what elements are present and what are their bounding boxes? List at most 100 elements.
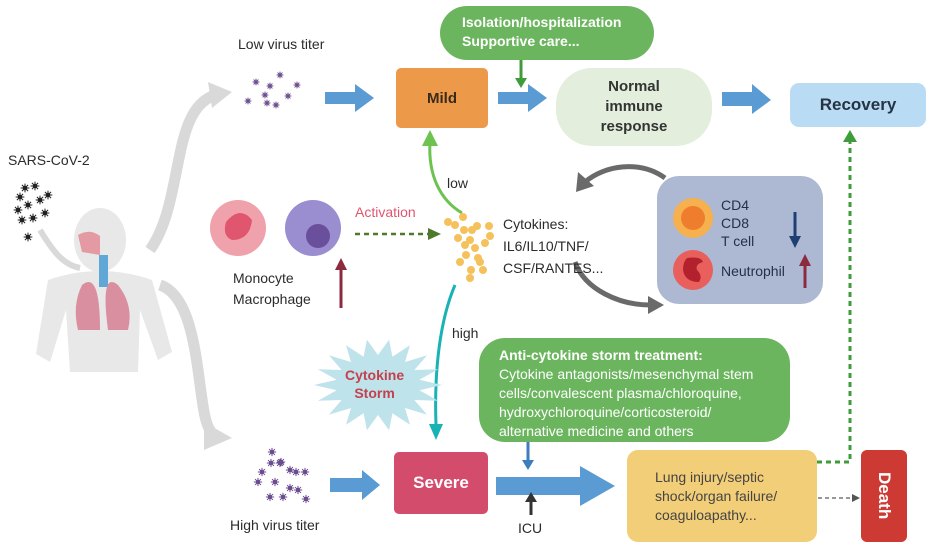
low-label: low	[447, 175, 469, 191]
feedback-arrowhead-bottom	[648, 296, 664, 314]
cytokine-storm-label: Cytokine Storm	[345, 366, 404, 402]
cytokines-label: Cytokines: IL6/IL10/TNF/ CSF/RANTES...	[503, 213, 603, 279]
macrophage-label: Macrophage	[233, 291, 311, 307]
cytokine-dot	[479, 266, 487, 274]
isolation-line2: Supportive care...	[462, 33, 580, 49]
high-titer-label: High virus titer	[230, 517, 320, 533]
high-arrowhead	[429, 424, 443, 440]
sars-cov-2-particles	[13, 181, 53, 242]
cytokine-dot	[444, 218, 452, 226]
cytokine-dot	[451, 221, 459, 229]
t-cell-label: CD4 CD8 T cell	[721, 196, 754, 250]
high-label: high	[452, 325, 479, 341]
low-titer-virus-particles	[244, 71, 301, 109]
isolation-line1: Isolation/hospitalization	[462, 14, 622, 30]
activation-label: Activation	[355, 204, 416, 220]
isolation-treatment-box: Isolation/hospitalization Supportive car…	[440, 6, 654, 60]
recovery-arrowhead	[843, 130, 857, 142]
feedback-arrow-bottom	[572, 261, 651, 308]
cytokine-dot	[476, 258, 484, 266]
monocyte-macrophage-label: Monocyte Macrophage	[233, 268, 311, 310]
cytokine-dot	[486, 232, 494, 240]
cytokines-line2: IL6/IL10/TNF/	[503, 238, 589, 254]
low-titer-label: Low virus titer	[238, 36, 325, 52]
infection-curve-up	[145, 82, 232, 254]
cytokines-line1: Cytokines:	[503, 216, 569, 232]
increase-arrow-neutrophil	[799, 254, 811, 288]
cytokine-dot	[473, 222, 481, 230]
mild-label: Mild	[427, 89, 457, 107]
recovery-box: Recovery	[790, 83, 926, 127]
feedback-arrow-top	[583, 164, 667, 184]
cytokine-storm-line1: Cytokine	[345, 367, 405, 383]
arrow-mild-to-normal	[498, 84, 547, 112]
death-label: Death	[875, 472, 894, 520]
recovery-dotted-path	[817, 140, 852, 464]
arrow-high-to-severe	[330, 470, 380, 500]
inhale-curve	[37, 228, 81, 271]
normal-line1: Normal	[608, 78, 660, 95]
cytokine-dot	[481, 239, 489, 247]
anti-treatment-title: Anti-cytokine storm treatment:	[499, 347, 703, 363]
cytokine-dot	[466, 274, 474, 282]
icu-label: ICU	[518, 520, 543, 536]
activation-arrowhead	[428, 228, 441, 240]
normal-immune-response-box: Normal immune response	[556, 68, 712, 146]
death-box: Death	[861, 450, 907, 542]
cytokine-dot	[461, 241, 469, 249]
cytokine-dot	[485, 222, 493, 230]
anti-treatment-line1: Cytokine antagonists/mesenchymal stem	[499, 366, 754, 382]
cytokine-storm-burst	[314, 339, 442, 431]
severe-label: Severe	[413, 473, 469, 492]
normal-line2: immune	[605, 98, 663, 115]
arrow-normal-to-recovery	[722, 84, 771, 114]
high-titer-virus-particles	[253, 447, 311, 504]
increase-arrowhead-macrophage	[335, 258, 347, 270]
complications-line1: Lung injury/septic	[655, 469, 764, 485]
cytokine-particles	[444, 213, 494, 282]
cytokines-line3: CSF/RANTES...	[503, 260, 604, 276]
arrow-low-to-mild	[325, 84, 374, 112]
cytokine-dot	[460, 226, 468, 234]
human-body-illustration	[36, 208, 172, 372]
low-arrowhead	[422, 130, 438, 146]
decrease-arrow-tcell	[789, 212, 801, 248]
treatment-arrowhead	[522, 460, 534, 470]
cytokine-dot	[459, 213, 467, 221]
low-curve	[428, 141, 463, 215]
virus-label: SARS-CoV-2	[8, 152, 90, 168]
complications-line2: shock/organ failure/	[655, 488, 778, 504]
anti-treatment-line4: alternative medicine and others	[499, 423, 694, 439]
normal-line3: response	[600, 118, 668, 135]
neutrophil-icon	[673, 250, 713, 290]
complications-box: Lung injury/septic shock/organ failure/ …	[627, 450, 817, 542]
neutrophil-label: Neutrophil	[721, 263, 785, 279]
immune-cells-panel: CD4 CD8 T cell Neutrophil	[657, 176, 823, 304]
high-curve	[434, 284, 457, 426]
monocyte-label: Monocyte	[233, 270, 294, 286]
death-arrowhead	[852, 494, 860, 502]
t-cell-icon	[673, 198, 713, 238]
cytokine-dot	[462, 251, 470, 259]
anti-cytokine-treatment-box: Anti-cytokine storm treatment: Cytokine …	[479, 338, 790, 442]
cytokine-dot	[471, 244, 479, 252]
cytokine-storm-line2: Storm	[354, 385, 395, 401]
cytokine-dot	[454, 234, 462, 242]
cytokine-dot	[466, 236, 474, 244]
mild-box: Mild	[396, 68, 488, 128]
macrophage-cell-icon	[285, 200, 341, 256]
icu-arrowhead	[525, 492, 537, 502]
cytokine-dot	[456, 258, 464, 266]
recovery-label: Recovery	[819, 95, 897, 114]
tcell-label: T cell	[721, 233, 755, 249]
cytokine-dot	[467, 266, 475, 274]
anti-treatment-line3: hydroxychloroquine/corticosteroid/	[499, 404, 712, 420]
infection-curve-down	[157, 279, 232, 450]
feedback-arrowhead-top	[576, 172, 594, 192]
isolation-arrowhead	[515, 78, 527, 88]
cd4-label: CD4	[721, 197, 750, 213]
cd8-label: CD8	[721, 215, 750, 231]
anti-treatment-line2: cells/convalescent plasma/chloroquine,	[499, 385, 742, 401]
severe-box: Severe	[394, 452, 488, 514]
